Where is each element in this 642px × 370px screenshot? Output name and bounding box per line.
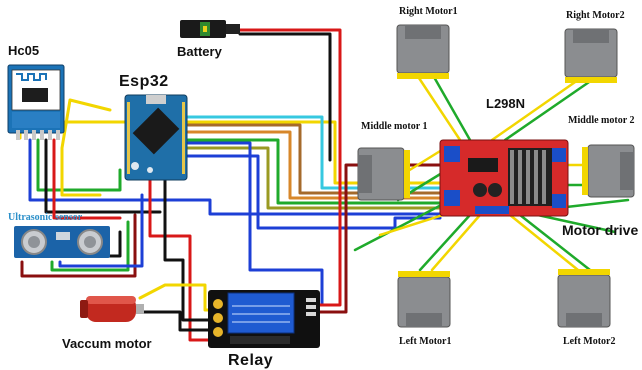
- relay-label: Relay: [228, 352, 274, 369]
- wire-blue-relay: [186, 141, 324, 307]
- wire-darkred-us: [20, 213, 137, 278]
- wire-green-1: [186, 138, 442, 205]
- wire-yellow-lm1: [430, 213, 482, 272]
- battery-label: Battery: [177, 44, 222, 59]
- ultrasonic-sensor: [14, 226, 110, 258]
- middle-motor-1: [357, 147, 410, 201]
- wire-green-lm2: [518, 213, 592, 272]
- wire-blue-us: [58, 193, 144, 268]
- wire-black-relay: [163, 178, 214, 322]
- right-motor-1-label: Right Motor1: [399, 6, 458, 17]
- right-motor-2-label: Right Motor2: [566, 10, 625, 21]
- wire-green-us: [50, 220, 130, 272]
- left-motor-2-label: Left Motor2: [563, 336, 616, 347]
- left-motor-1-label: Left Motor1: [399, 336, 452, 347]
- wire-yellow-loop: [60, 98, 112, 197]
- wire-green-rm2: [503, 78, 594, 142]
- battery: [180, 20, 240, 38]
- left-motor-2: [557, 269, 611, 328]
- wire-red-hc05: [52, 138, 122, 220]
- motor-driver-label: Motor drive: [562, 222, 639, 238]
- hc05-label: Hc05: [8, 43, 40, 58]
- wire-red-relay-top: [316, 158, 342, 307]
- wire-green-rm1: [428, 68, 472, 142]
- wire-olive-1: [186, 146, 442, 210]
- hc05-module: [7, 64, 65, 140]
- l298n-label: L298N: [486, 96, 526, 111]
- left-motor-1: [397, 271, 451, 328]
- wire-black-hc05: [44, 138, 162, 214]
- vacuum-motor: [80, 296, 144, 322]
- middle-motor-1-label: Middle motor 1: [361, 121, 428, 132]
- wire-red-relay: [148, 178, 214, 342]
- l298n-driver: [439, 139, 569, 217]
- wire-green-lm1: [418, 213, 472, 272]
- esp32-board: [124, 94, 188, 181]
- wire-black-battery: [238, 32, 332, 162]
- right-motor-1: [396, 24, 450, 79]
- wire-green-hc05: [36, 138, 122, 192]
- vacuum-motor-label: Vaccum motor: [62, 336, 152, 351]
- wire-blue-esp: [186, 154, 442, 230]
- wire-red-battery: [238, 28, 342, 162]
- middle-motor-2: [582, 144, 635, 198]
- wire-yellow-rm2: [490, 78, 580, 142]
- relay-module: [208, 290, 320, 348]
- wire-yellow-rm1: [413, 70, 464, 145]
- ultrasonic-label: Ultrasonic sensor: [8, 212, 83, 223]
- esp32-label: Esp32: [119, 73, 169, 90]
- wire-yellow-lm2: [508, 213, 580, 272]
- wire-blue-hc05: [28, 138, 442, 216]
- right-motor-2: [564, 28, 618, 83]
- middle-motor-2-label: Middle motor 2: [568, 115, 635, 126]
- wire-yellow-vac: [138, 283, 214, 312]
- wire-black-vac: [138, 310, 214, 332]
